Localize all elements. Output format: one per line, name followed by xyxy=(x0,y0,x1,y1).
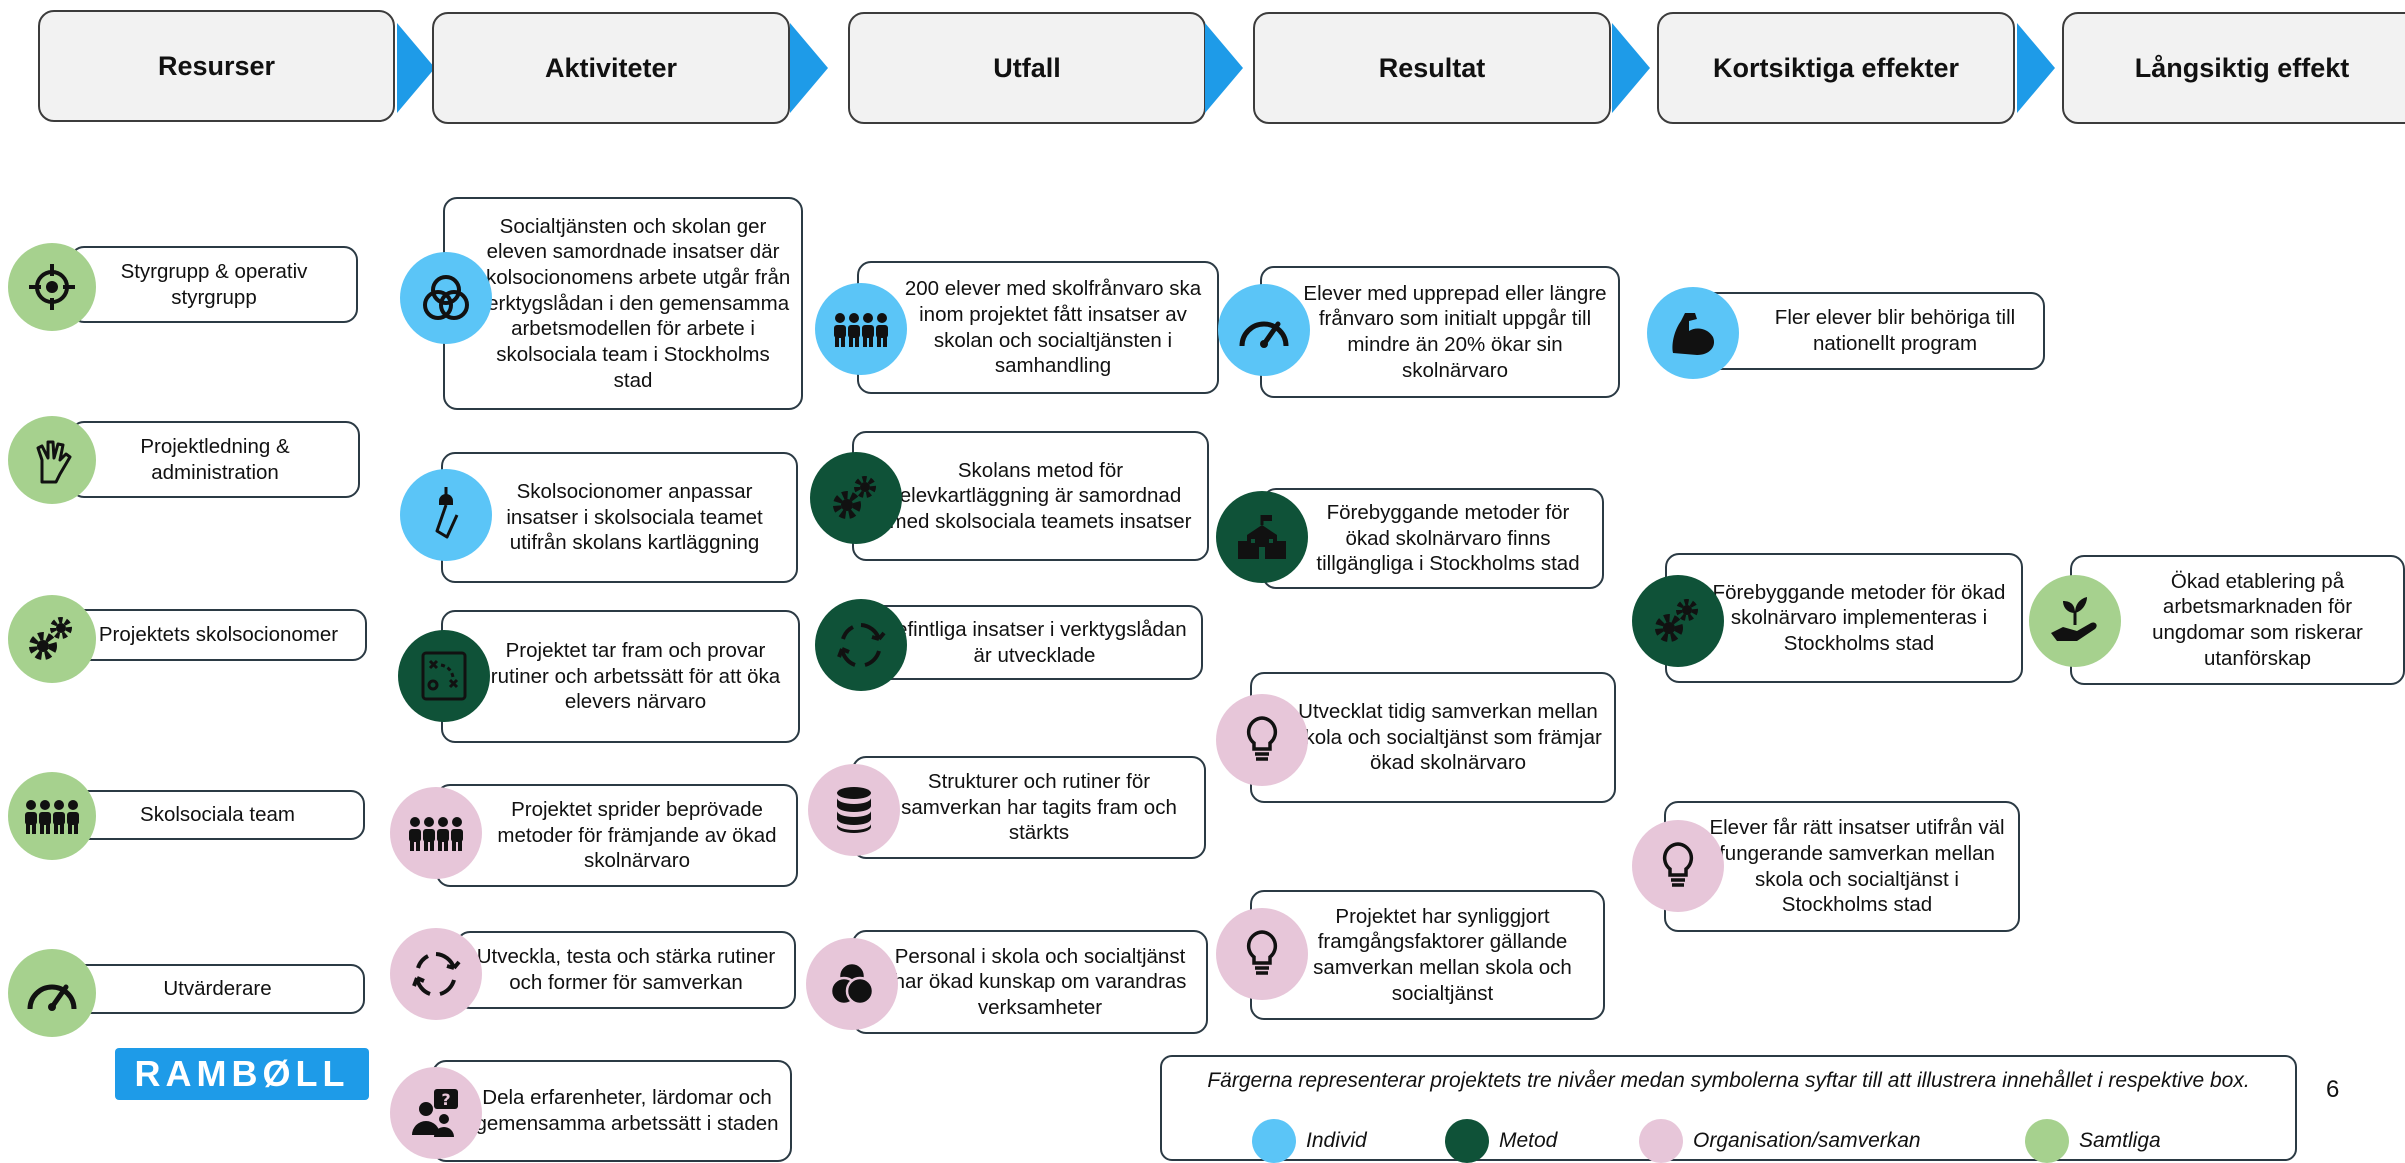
flow-arrow xyxy=(2017,23,2055,113)
gauge-icon xyxy=(8,949,96,1037)
page-number: 6 xyxy=(2326,1076,2340,1103)
gears-icon xyxy=(810,452,902,544)
resource-box: Projektledning & administration xyxy=(70,421,360,498)
svg-text:?: ? xyxy=(441,1090,450,1109)
strength-arm-icon xyxy=(1647,287,1739,379)
database-icon xyxy=(808,764,900,856)
target-icon xyxy=(8,243,96,331)
long-effect-box: Ökad etablering på arbetsmarknaden för u… xyxy=(2070,555,2405,685)
activity-box: Socialtjänsten och skolan ger eleven sam… xyxy=(443,197,803,410)
result-box: Förebyggande metoder för ökad skolnärvar… xyxy=(1262,488,1604,589)
activity-box: Dela erfarenheter, lärdomar och gemensam… xyxy=(432,1060,792,1162)
resource-box: Projektets skolsocionomer xyxy=(70,609,367,661)
lightbulb-icon xyxy=(1216,694,1308,786)
activity-box: Projektet tar fram och provar rutiner oc… xyxy=(441,610,800,743)
team-icon xyxy=(390,787,482,879)
flow-arrow xyxy=(790,23,828,113)
resource-box: Skolsociala team xyxy=(70,790,365,840)
plant-in-hand-icon xyxy=(2029,575,2121,667)
legend-note: Färgerna representerar projektets tre ni… xyxy=(1207,1069,2250,1092)
output-box: Strukturer och rutiner för samverkan har… xyxy=(852,756,1206,859)
header-kortsiktiga-effekter: Kortsiktiga effekter xyxy=(1657,12,2015,124)
activity-box: Utveckla, testa och stärka rutiner och f… xyxy=(456,931,796,1009)
cycle-icon xyxy=(815,599,907,691)
gears-icon xyxy=(1632,575,1724,667)
team-icon xyxy=(8,772,96,860)
legend-swatch xyxy=(1252,1119,1296,1163)
short-effect-box: Elever får rätt insatser utifrån väl fun… xyxy=(1664,801,2020,932)
legend: Färgerna representerar projektets tre ni… xyxy=(1160,1055,2297,1163)
header-aktiviteter: Aktiviteter xyxy=(432,12,790,124)
flow-arrow xyxy=(1205,23,1243,113)
result-box: Utvecklat tidig samverkan mellan skola o… xyxy=(1250,672,1616,803)
header-resultat: Resultat xyxy=(1253,12,1611,124)
strategy-board-icon xyxy=(398,630,490,722)
legend-item-individ: Individ xyxy=(1252,1119,1367,1163)
venn-icon xyxy=(400,252,492,344)
activity-box: Projektet sprider beprövade metoder för … xyxy=(436,784,798,887)
lightbulb-icon xyxy=(1216,908,1308,1000)
short-effect-box: Förebyggande metoder för ökad skolnärvar… xyxy=(1665,553,2023,683)
legend-item-organisation: Organisation/samverkan xyxy=(1639,1119,1921,1163)
cycle-icon xyxy=(390,928,482,1020)
header-resurser: Resurser xyxy=(38,10,395,122)
short-effect-box: Fler elever blir behöriga till nationell… xyxy=(1695,292,2045,370)
output-box: Befintliga insatser i verktygslådan är u… xyxy=(866,605,1203,680)
header-langsiktig-effekt: Långsiktig effekt xyxy=(2062,12,2405,124)
team-icon xyxy=(815,283,907,375)
question-person-icon: ? xyxy=(390,1067,482,1159)
wind-chime-icon xyxy=(400,469,492,561)
legend-swatch xyxy=(2025,1119,2069,1163)
result-box: Elever med upprepad eller längre frånvar… xyxy=(1260,266,1620,398)
gears-icon xyxy=(8,595,96,683)
gauge-icon xyxy=(1218,284,1310,376)
output-box: 200 elever med skolfrånvaro ska inom pro… xyxy=(857,261,1219,394)
legend-label: Metod xyxy=(1499,1129,1558,1152)
output-box: Personal i skola och socialtjänst har ök… xyxy=(852,930,1208,1034)
legend-label: Samtliga xyxy=(2079,1129,2161,1152)
header-utfall: Utfall xyxy=(848,12,1206,124)
result-box: Projektet har synliggjort framgångsfakto… xyxy=(1250,890,1605,1020)
legend-item-metod: Metod xyxy=(1445,1119,1557,1163)
resource-box: Utvärderare xyxy=(70,964,365,1014)
output-box: Skolans metod för elevkartläggning är sa… xyxy=(852,431,1209,561)
school-building-icon xyxy=(1216,491,1308,583)
sign-hand-icon xyxy=(8,416,96,504)
legend-swatch xyxy=(1445,1119,1489,1163)
venn-icon xyxy=(806,938,898,1030)
legend-swatch xyxy=(1639,1119,1683,1163)
flow-arrow xyxy=(1612,23,1650,113)
ramboll-logo: RAMBØLL xyxy=(115,1048,369,1100)
legend-label: Individ xyxy=(1306,1129,1367,1152)
activity-box: Skolsocionomer anpassar insatser i skols… xyxy=(441,452,798,583)
legend-label: Organisation/samverkan xyxy=(1693,1129,1921,1152)
legend-item-samtliga: Samtliga xyxy=(2025,1119,2161,1163)
flow-arrow xyxy=(397,23,435,113)
lightbulb-icon xyxy=(1632,820,1724,912)
resource-box: Styrgrupp & operativ styrgrupp xyxy=(70,246,358,323)
